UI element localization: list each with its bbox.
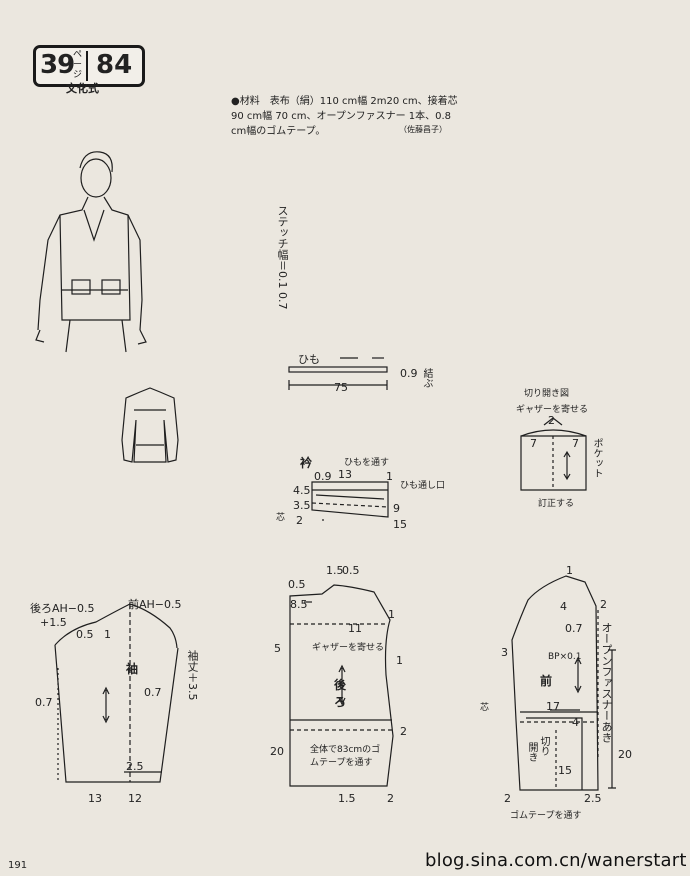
front-d07: 0.7 — [565, 622, 583, 635]
collar-d09: 0.9 — [314, 470, 332, 483]
front-d4: 4 — [560, 600, 567, 613]
pocket-label: ポケット — [591, 438, 602, 478]
front-core: 芯 — [480, 703, 490, 713]
model-illustration — [35, 151, 147, 353]
sleeve-label: 袖 — [126, 662, 139, 676]
collar-core: 芯 — [276, 513, 286, 523]
page-number: 191 — [8, 860, 28, 871]
collar-d35: 3.5 — [293, 499, 311, 512]
sleeve-pattern — [54, 603, 179, 783]
front-bodice-pattern — [511, 575, 616, 791]
back-gather: ギャザーを寄せる — [312, 643, 385, 653]
author-credit: （佐藤昌子） — [399, 125, 447, 134]
back-label: 後ろ — [334, 678, 347, 709]
sleeve-d25: 2.5 — [126, 760, 144, 773]
front-label: 前 — [540, 674, 553, 688]
back-elastic-note: 全体で83cmのゴムテープを通す — [310, 745, 381, 768]
collar-d13: 13 — [338, 468, 352, 481]
front-d2b: 2 — [504, 792, 511, 805]
back-d1b: 1 — [396, 654, 403, 667]
sleeve-back-ah: 後ろAH−0.5 — [30, 602, 95, 615]
slash-gather: ギャザーを寄せる — [516, 405, 589, 415]
back-d85: 8.5 — [290, 598, 308, 611]
sleeve-d12: 12 — [128, 792, 142, 805]
back-d5: 5 — [274, 642, 281, 655]
back-d2: 2 — [400, 725, 407, 738]
sleeve-d05: 0.5 — [76, 628, 94, 641]
front-cut-label: 切り — [538, 736, 549, 756]
pattern-page-number: 39 — [40, 50, 75, 80]
sleeve-d07a: 0.7 — [35, 696, 53, 709]
drafting-style: 文化式 — [66, 82, 99, 95]
slash-value-7b: 7 — [572, 437, 579, 450]
page-unit-label: ページ — [73, 50, 83, 80]
front-d2: 2 — [600, 598, 607, 611]
front-d4b: 4 — [572, 716, 579, 729]
sleeve-d07b: 0.7 — [144, 686, 162, 699]
collar-title: 衿 — [300, 456, 313, 470]
back-d11: 11 — [348, 622, 362, 635]
sleeve-length: 袖丈＋3.5 — [186, 650, 199, 701]
back-bodice-pattern — [289, 584, 394, 787]
front-elastic-note: ゴムテープを通す — [510, 811, 582, 821]
cord-length: 75 — [334, 381, 348, 394]
cord-width: 0.9 — [400, 367, 418, 380]
collar-d15: 15 — [393, 518, 407, 531]
back-d05b: 0.5 — [342, 564, 360, 577]
front-d25: 2.5 — [584, 792, 602, 805]
sleeve-plus15: +1.5 — [40, 616, 67, 629]
back-d05a: 0.5 — [288, 578, 306, 591]
collar-opening: ひも通し口 — [400, 481, 446, 491]
pocket-slash-diagram — [520, 417, 587, 491]
collar-d1: 1 — [386, 470, 393, 483]
badge-divider — [86, 51, 88, 81]
collar-d9: 9 — [393, 502, 400, 515]
back-d1a: 1 — [388, 608, 395, 621]
back-d2b: 2 — [387, 792, 394, 805]
materials-text: ●材料 表布（絹）110 cm幅 2m20 cm、接着芯 90 cm幅 70 c… — [231, 96, 458, 137]
collar-cord-through: ひもを通す — [344, 458, 390, 468]
cord-label: ひも — [298, 353, 320, 366]
front-d1: 1 — [566, 564, 573, 577]
cord-tie-note: 結ぶ — [421, 368, 432, 388]
sleeve-front-ah: 前AH−0.5 — [128, 598, 182, 611]
front-zipper-note: オープンファスナーあき — [600, 622, 613, 743]
front-opening-label: 開き — [526, 742, 537, 762]
slash-title: 切り開き図 — [524, 389, 570, 399]
back-d15: 1.5 — [326, 564, 344, 577]
back-view-illustration — [121, 387, 179, 463]
sleeve-d13: 13 — [88, 792, 102, 805]
front-d17: 17 — [546, 700, 560, 713]
stitch-width-note: ステッチ幅＝0.1 0.7 — [276, 205, 289, 310]
back-d15b: 1.5 — [338, 792, 356, 805]
front-d20: 20 — [618, 748, 632, 761]
front-bp: BP×0.1 — [548, 652, 582, 662]
collar-pattern — [311, 481, 389, 521]
slash-value-2: 2 — [548, 414, 555, 427]
front-d15: 15 — [558, 764, 572, 777]
front-d3: 3 — [501, 646, 508, 659]
slash-correct: 訂正する — [538, 499, 575, 509]
collar-d2: 2 — [296, 514, 303, 527]
blog-watermark: blog.sina.com.cn/wanerstart — [425, 850, 687, 871]
back-d20: 20 — [270, 745, 284, 758]
collar-d45: 4.5 — [293, 484, 311, 497]
pattern-number-badge: 39 ページ 84 — [33, 45, 145, 87]
pattern-number: 84 — [96, 50, 133, 80]
slash-value-7a: 7 — [530, 437, 537, 450]
cord-diagram — [288, 357, 388, 390]
sleeve-d1: 1 — [104, 628, 111, 641]
